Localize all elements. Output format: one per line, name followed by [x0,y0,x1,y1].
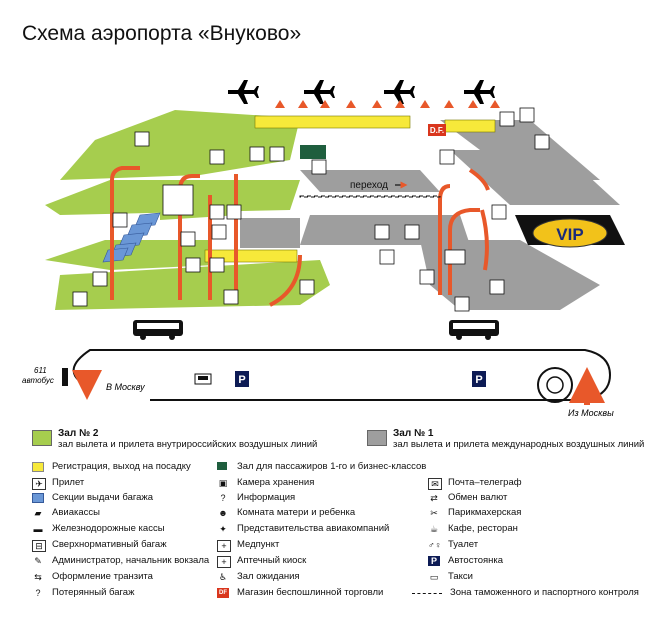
business-lounge-icon [217,462,227,470]
vip-badge [532,218,608,248]
medical-icon: + [217,540,231,552]
customs-zone-line [299,195,441,198]
parking-icon [472,371,486,387]
zone-international-name: Зал № 1 [393,428,434,439]
zone-domestic-desc: зал вылета и прилета внутрироссийских во… [58,439,318,450]
taxi-icon [194,373,212,385]
from-moscow-label: Из Москвы [568,408,614,418]
map-pictograms [72,107,550,312]
transit-icon: ⇆ [34,572,42,582]
bus-number: 611 [34,366,47,375]
ticket-icon: ▰ [34,508,42,518]
toilet-icon: ♂♀ [428,540,442,550]
svg-text:P: P [238,374,245,386]
roundabout [537,367,573,403]
df-label: D.F. [430,126,444,135]
page-title: Схема аэропорта «Внуково» [22,22,302,45]
to-moscow-label: В Москву [106,382,145,392]
bus-icon [133,320,499,340]
bus-stop-611 [62,368,68,386]
plane-icon: ✈ [32,478,46,490]
taxi-icon: ▭ [429,572,439,582]
mother-child-icon: ☻ [218,508,228,518]
zone-international: Зал № 1 зал вылета и прилета международн… [367,428,647,452]
train-ticket-icon: ▬ [33,524,43,534]
checkin-desks [204,115,496,263]
barber-icon: ✂ [430,508,438,518]
road [72,349,612,401]
svg-text:P: P [475,374,482,386]
checkin-icon [32,462,44,472]
gate-arrows [275,100,500,108]
zone-domestic-name: Зал № 2 [58,428,99,439]
currency-exchange-icon: ⇄ [430,493,438,503]
baggage-belt-icon [32,493,44,503]
parking-icon [235,371,249,387]
zone-domestic-swatch [32,430,52,446]
parking-icon: P [428,556,440,566]
info-icon: ? [220,493,226,503]
pharmacy-icon: + [217,556,231,568]
df-badge [428,124,446,136]
luggage-storage-icon: ▣ [218,478,228,488]
zone-international-desc: зал вылета и прилета международных возду… [393,439,645,450]
airline-office-icon: ✦ [219,524,227,534]
lost-baggage-icon: ? [35,588,41,598]
route-arrows [110,166,490,307]
corridor-label: переход [350,180,388,191]
mail-icon: ✉ [428,478,442,490]
zone-domestic: Зал № 2 зал вылета и прилета внутриросси… [32,428,352,452]
duty-free-icon: DF [217,588,229,598]
vip-label: VIP [556,225,583,244]
baggage-belts [102,212,161,263]
excess-baggage-icon: ⊟ [32,540,46,552]
admin-icon: ✎ [34,556,42,566]
waiting-room-icon: ♿ [218,572,228,582]
bus-word: автобус [22,376,54,385]
plane-icon [228,80,495,104]
business-lounge [300,145,326,159]
customs-zone-icon [412,593,442,594]
cafe-icon: ☕ [429,524,439,534]
zone-international-swatch [367,430,387,446]
